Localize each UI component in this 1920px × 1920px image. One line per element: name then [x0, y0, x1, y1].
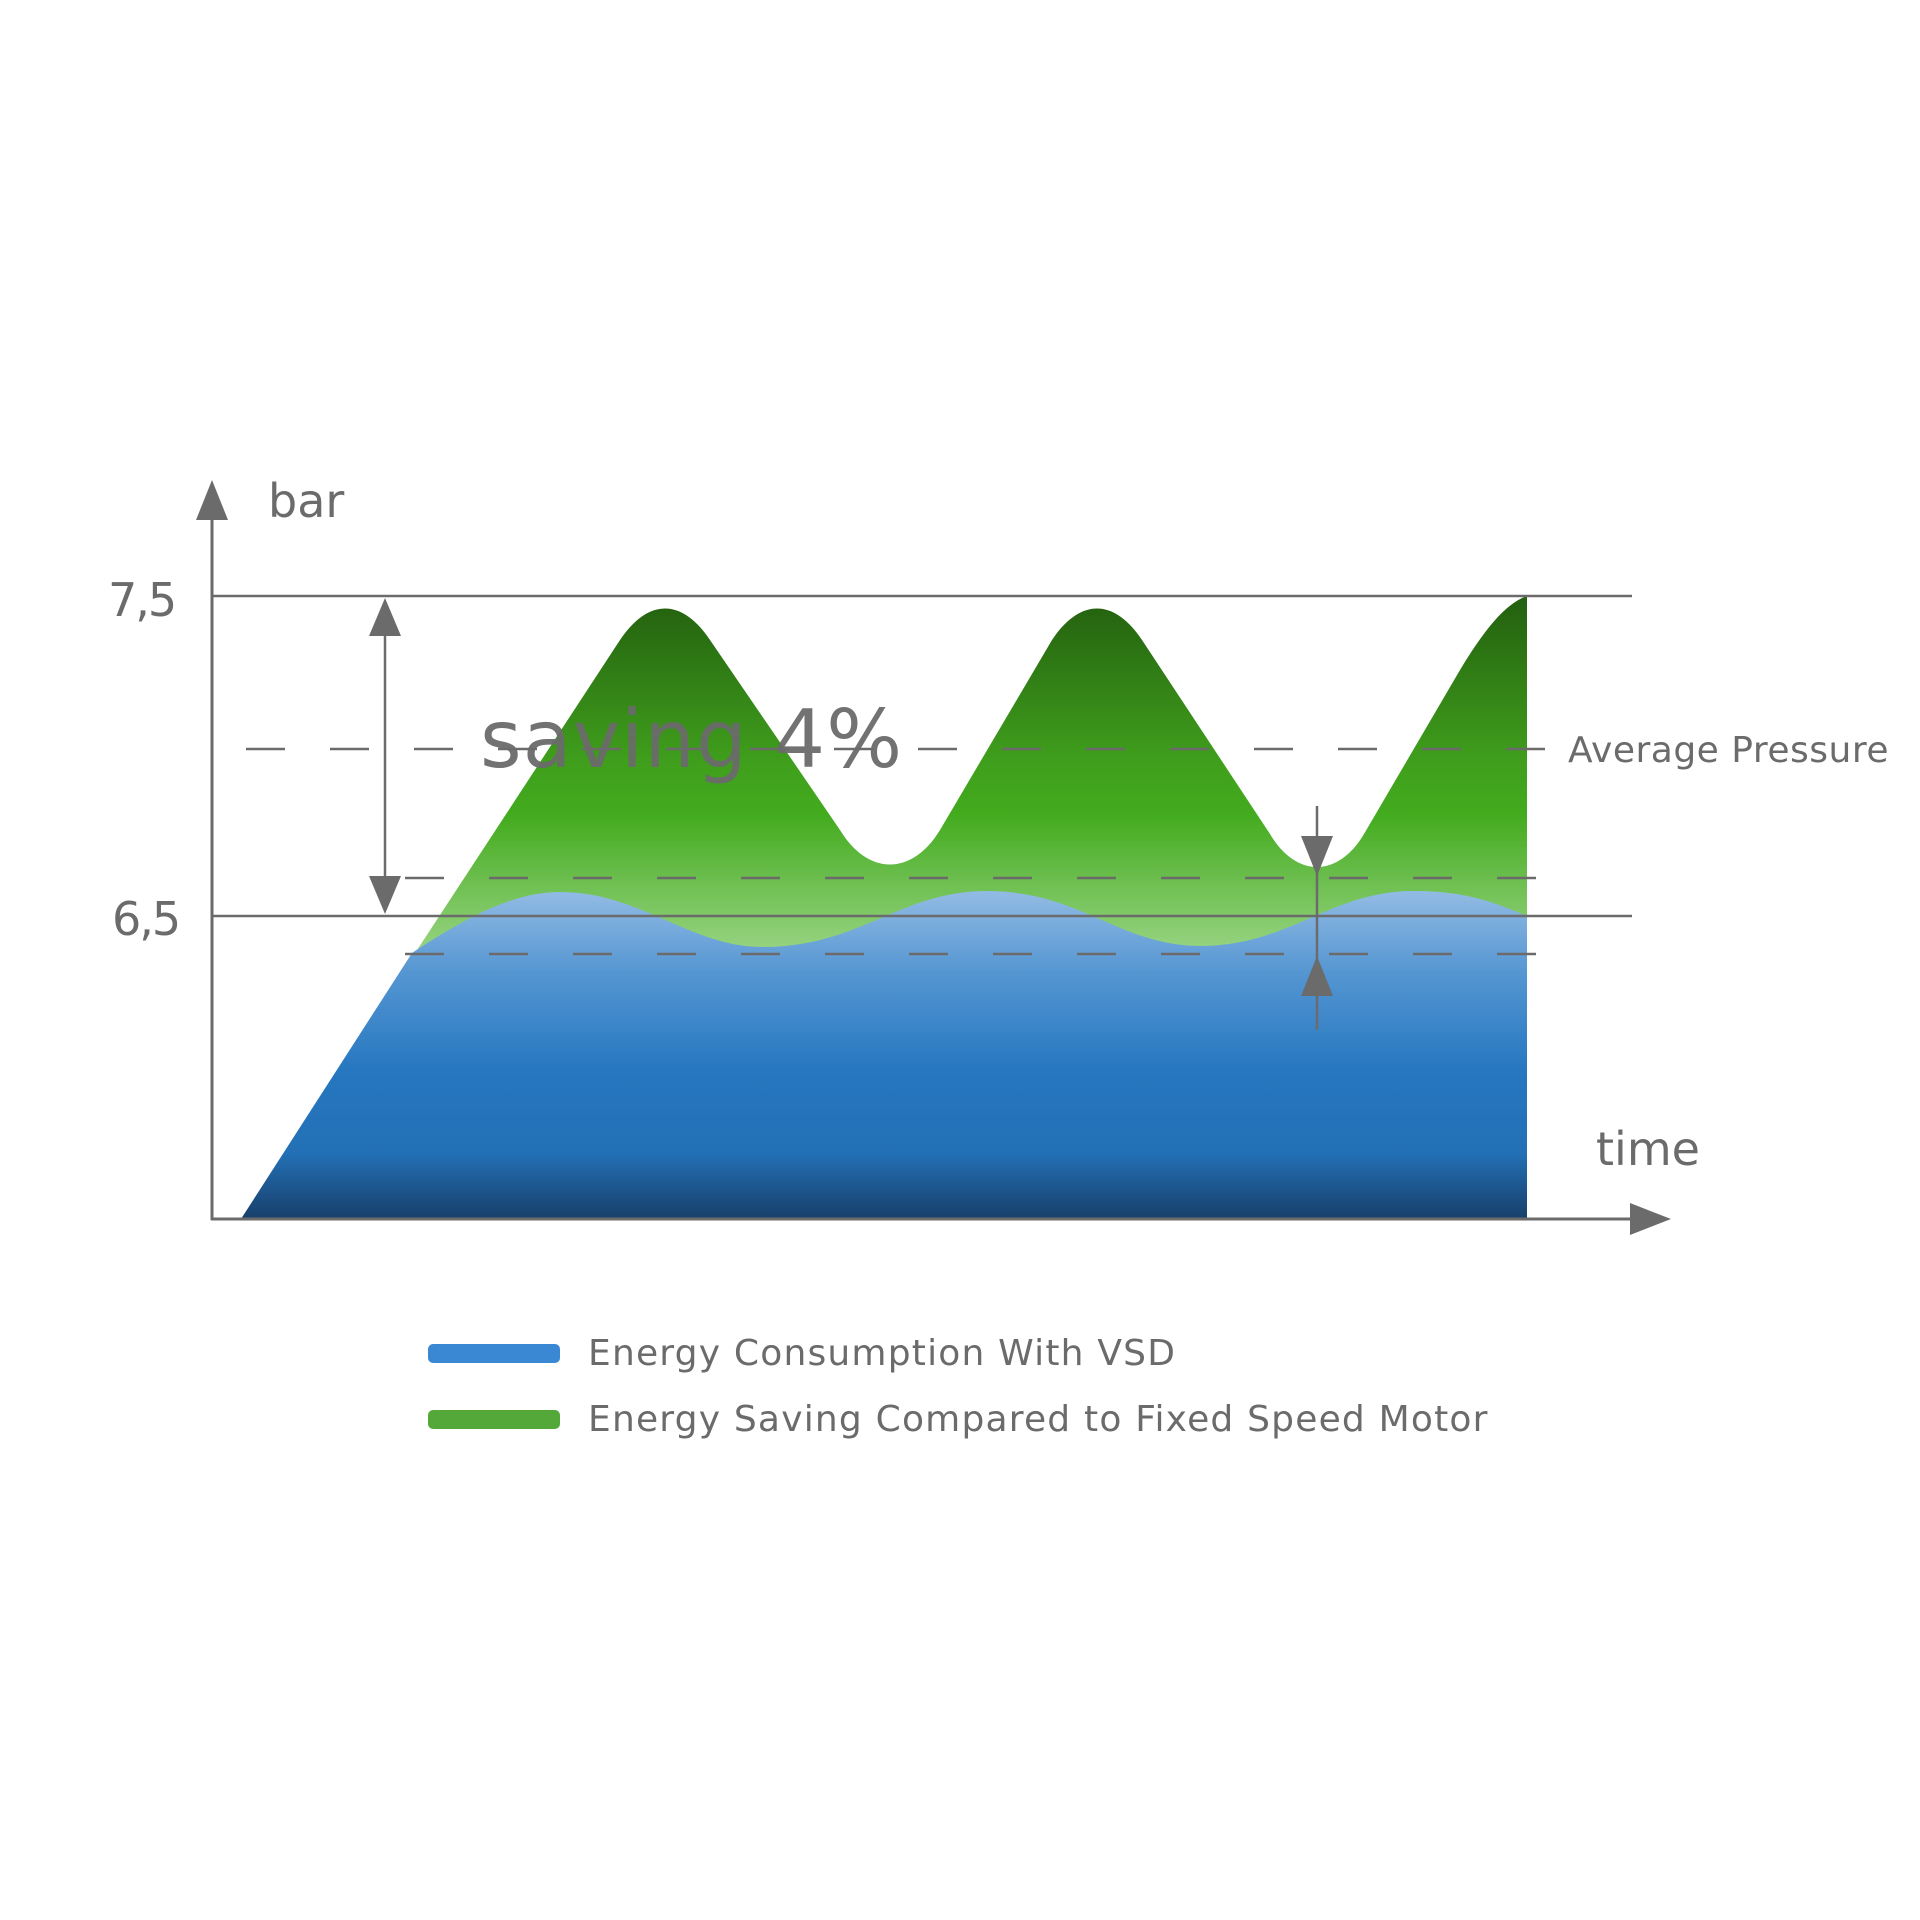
average-pressure-label: Average Pressure — [1568, 730, 1889, 771]
y-tick-7-5: 7,5 — [108, 573, 177, 627]
band-arrow-down-icon — [1301, 836, 1333, 876]
legend-label-saving: Energy Saving Compared to Fixed Speed Mo… — [588, 1398, 1489, 1440]
y-axis-label: bar — [268, 474, 345, 528]
vsd-area — [241, 891, 1527, 1219]
legend-item-saving: Energy Saving Compared to Fixed Speed Mo… — [428, 1386, 1489, 1452]
arrow-down-icon — [369, 876, 401, 914]
y-tick-6-5: 6,5 — [112, 892, 181, 946]
legend-swatch-blue — [428, 1343, 560, 1363]
legend: Energy Consumption With VSD Energy Savin… — [428, 1320, 1489, 1452]
x-axis-label: time — [1596, 1122, 1700, 1176]
y-axis-arrow-icon — [196, 480, 228, 520]
band-arrow-up-icon — [1301, 956, 1333, 996]
legend-swatch-green — [428, 1409, 560, 1429]
x-axis-arrow-icon — [1630, 1203, 1671, 1235]
arrow-up-icon — [369, 598, 401, 636]
legend-item-vsd: Energy Consumption With VSD — [428, 1320, 1489, 1386]
saving-annotation: saving 4% — [480, 693, 904, 786]
legend-label-vsd: Energy Consumption With VSD — [588, 1332, 1177, 1374]
